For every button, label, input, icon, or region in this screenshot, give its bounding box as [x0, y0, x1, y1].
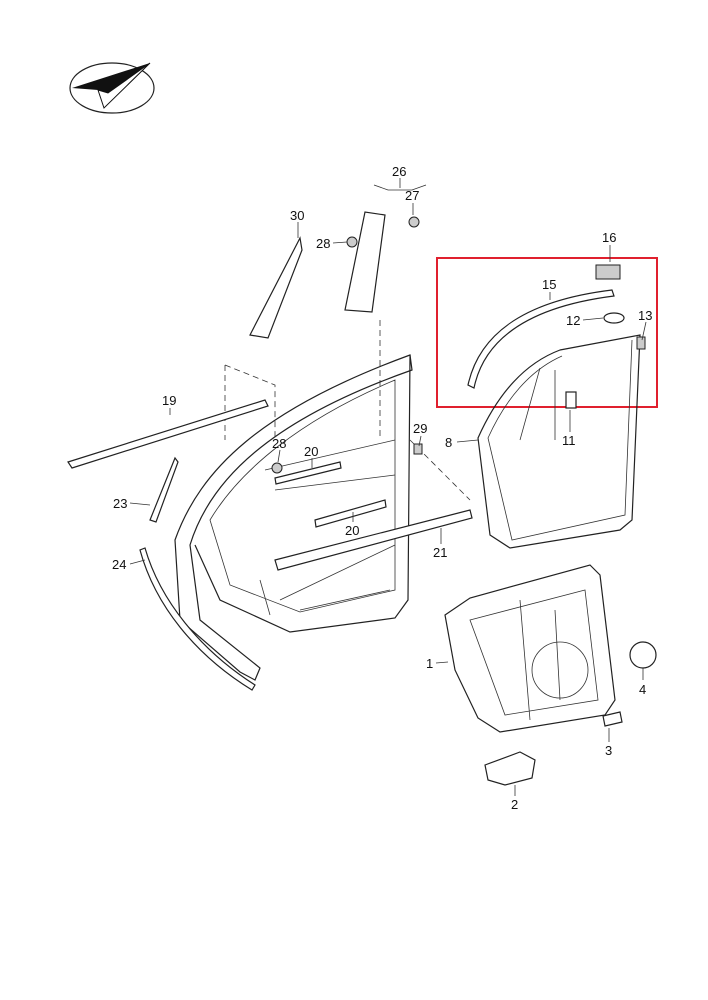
- callout-30: 30: [290, 208, 304, 223]
- part-8-seal: [477, 334, 641, 549]
- part-24: [139, 547, 256, 691]
- callout-23: 23: [113, 496, 127, 511]
- part-2-motor: [484, 751, 536, 786]
- highlight-box: [436, 257, 658, 408]
- door-shell: [174, 354, 473, 681]
- part-1-carrier: [444, 564, 616, 733]
- callout-24: 24: [112, 557, 126, 572]
- callout-26: 26: [392, 164, 406, 179]
- callout-4: 4: [639, 682, 646, 697]
- callout-29: 29: [413, 421, 427, 436]
- callout-12: 12: [566, 313, 580, 328]
- callout-8: 8: [445, 435, 452, 450]
- callout-28-lower: 28: [272, 436, 286, 451]
- part-19: [67, 399, 269, 469]
- callout-27: 27: [405, 188, 419, 203]
- callout-28: 28: [316, 236, 330, 251]
- callout-20: 20: [304, 444, 318, 459]
- part-26: [344, 211, 386, 313]
- callout-11: 11: [562, 433, 576, 448]
- check-arrow-logo: [69, 62, 155, 114]
- callout-2: 2: [511, 797, 518, 812]
- part-30: [249, 236, 303, 339]
- callout-20-lower: 20: [345, 523, 359, 538]
- part-23: [149, 456, 179, 523]
- callout-19: 19: [162, 393, 176, 408]
- callout-1: 1: [426, 656, 433, 671]
- callout-16: 16: [602, 230, 616, 245]
- callout-21: 21: [433, 545, 447, 560]
- callout-15: 15: [542, 277, 556, 292]
- callout-3: 3: [605, 743, 612, 758]
- callout-13: 13: [638, 308, 652, 323]
